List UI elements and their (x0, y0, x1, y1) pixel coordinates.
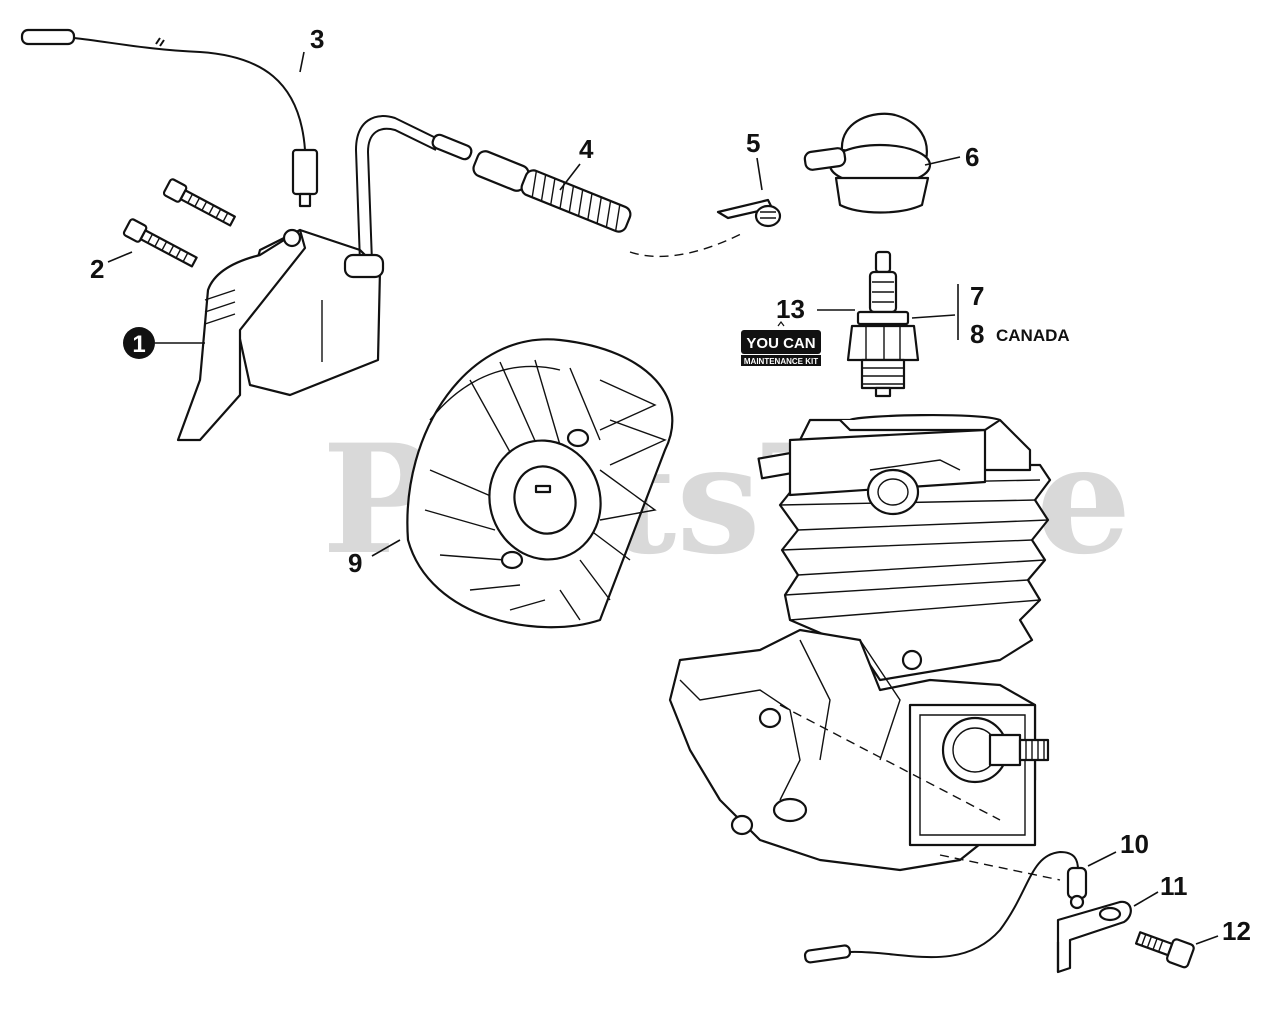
kit-badge-person-icon (777, 321, 785, 327)
part-12-bolt[interactable] (1134, 927, 1195, 969)
callouts: 1 2 3 4 5 6 7 8 CANADA 9 10 11 12 13 (90, 24, 1251, 946)
callout-8-note: CANADA (996, 326, 1070, 345)
part-10-ground-wire[interactable] (803, 850, 1088, 964)
callout-8: 8 (970, 319, 984, 349)
part-7-spark-plug[interactable] (846, 250, 920, 398)
callout-11: 11 (1160, 871, 1188, 901)
kit-badge-line2: MAINTENANCE KIT (744, 357, 818, 366)
callout-1: 1 (132, 331, 145, 358)
part-2-screws[interactable] (122, 178, 237, 270)
callout-6: 6 (965, 142, 979, 172)
kit-badge-line1: YOU CAN (746, 335, 815, 352)
kit-badge-top-bg (741, 330, 821, 354)
part-6-primer-bulb[interactable] (803, 112, 932, 214)
callout-12: 12 (1222, 916, 1251, 946)
callout-7: 7 (970, 281, 984, 311)
callout-1-badge (123, 327, 155, 359)
callout-10: 10 (1120, 829, 1149, 859)
part-9-flywheel[interactable] (406, 338, 674, 629)
engine-assembly (668, 413, 1061, 881)
part-1-ignition-coil[interactable] (176, 115, 441, 442)
kit-badge-bottom-bg (741, 355, 821, 366)
part-3-stop-wire[interactable] (20, 28, 319, 208)
callout-5: 5 (746, 128, 760, 158)
callout-2: 2 (90, 254, 104, 284)
part-5-clip[interactable] (716, 198, 782, 228)
callout-9: 9 (348, 548, 362, 578)
callout-3: 3 (310, 24, 324, 54)
part-4-spark-plug-lead[interactable] (431, 133, 746, 258)
part-11-bracket[interactable] (1056, 900, 1132, 974)
leader-lines (107, 51, 1219, 945)
callout-4: 4 (579, 134, 594, 164)
maintenance-kit-badge: YOU CAN MAINTENANCE KIT (741, 321, 821, 366)
callout-13: 13 (776, 294, 805, 324)
